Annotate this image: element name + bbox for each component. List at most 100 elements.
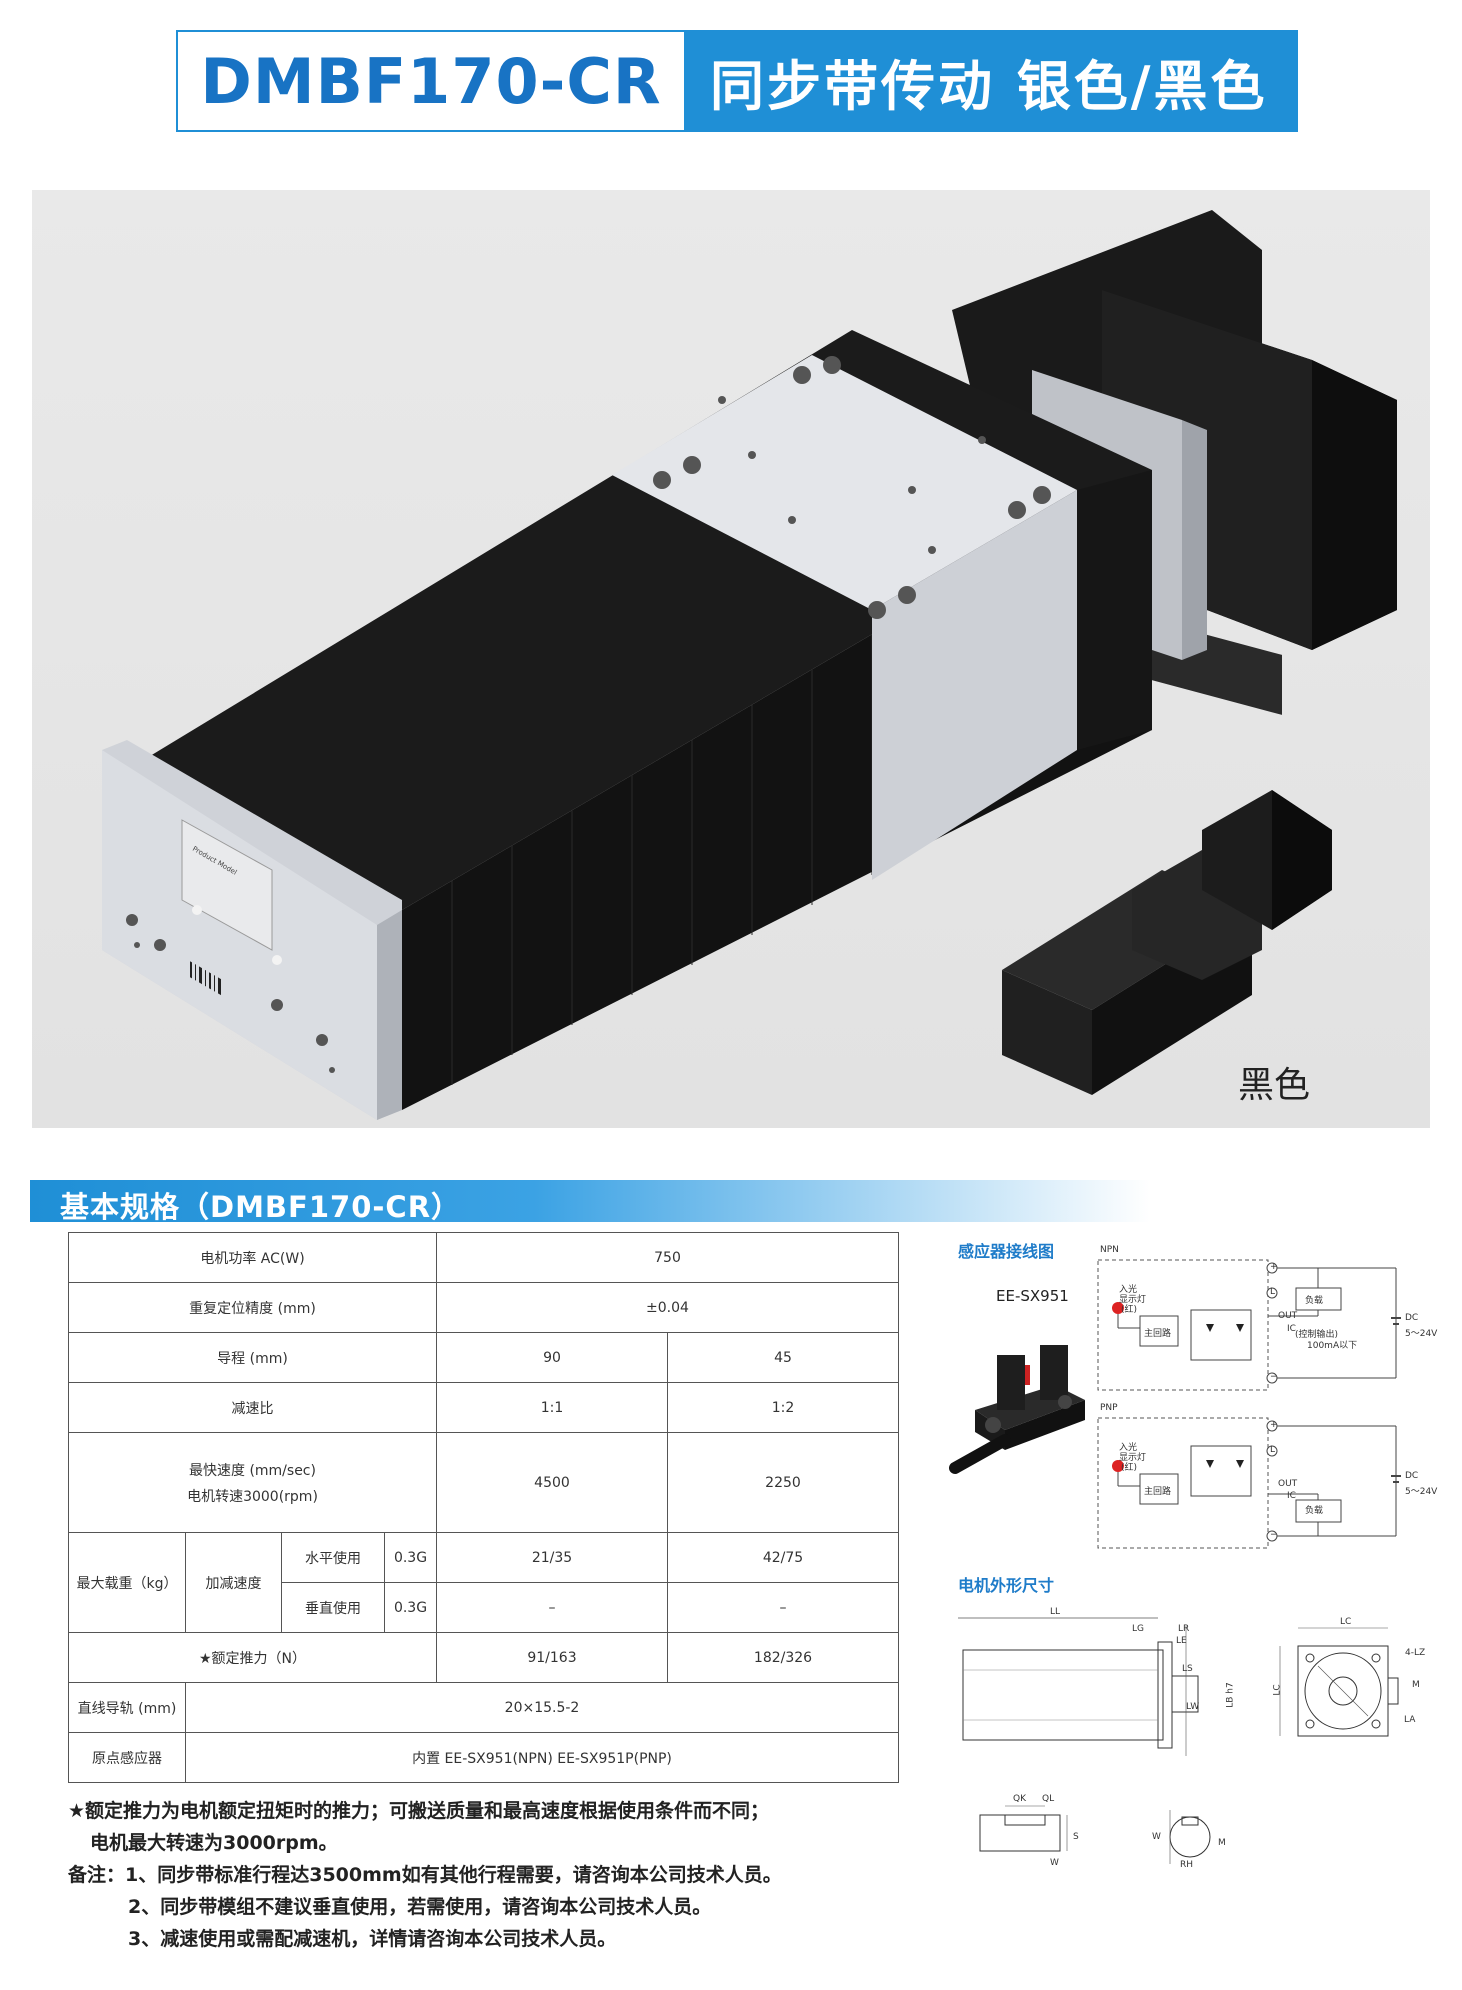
rail-value: 20×15.5-2 [185,1682,899,1733]
model-description: 同步带传动 银色/黑色 [684,32,1296,130]
npn-control-1: (控制输出) [1295,1330,1339,1340]
pnp-out: OUT [1278,1479,1298,1489]
pnp-load: 负载 [1305,1506,1324,1516]
pnp-light-3: (红) [1121,1463,1138,1473]
lead-label: 导程 (mm) [68,1332,437,1383]
npn-ic: IC [1287,1324,1296,1334]
pnp-light-1: 入光 [1119,1443,1138,1453]
table-row: 原点感应器 内置 EE-SX951(NPN) EE-SX951P(PNP) [68,1732,899,1783]
npn-light-3: (红) [1121,1305,1138,1315]
thrust-a: 91/163 [436,1632,668,1683]
repeat-accuracy-value: ±0.04 [436,1282,899,1333]
dim-ll: LL [1050,1607,1061,1617]
section-title: 基本规格（DMBF170-CR） [60,1190,462,1224]
dim-le: LE [1176,1636,1187,1646]
note-line: ★额定推力为电机额定扭矩时的推力；可搬送质量和最高速度根据使用条件而不同； [68,1800,770,1822]
repeat-accuracy-label: 重复定位精度 (mm) [68,1282,437,1333]
npn-plus: + [1270,1262,1278,1272]
npn-light-2: 显示灯 [1119,1295,1147,1305]
sensor-diagram-title: 感应器接线图 [958,1242,1055,1261]
dim-s: S [1073,1832,1079,1842]
sensor-model: EE-SX951 [996,1287,1069,1305]
horizontal-g: 0.3G [384,1532,437,1583]
vertical-a: – [436,1582,668,1633]
dim-la: LA [1404,1715,1416,1725]
horizontal-label: 水平使用 [281,1532,385,1583]
notes: ★额定推力为电机额定扭矩时的推力；可搬送质量和最高速度根据使用条件而不同； 电机… [68,1795,782,1955]
pnp-minus: − [1270,1530,1278,1540]
pnp-voltage: 5～24V [1405,1487,1438,1497]
sensor-value: 内置 EE-SX951(NPN) EE-SX951P(PNP) [185,1732,899,1783]
pnp-ic: IC [1287,1491,1296,1501]
table-row: 重复定位精度 (mm) ±0.04 [68,1282,899,1333]
note-line: 3、减速使用或需配减速机，详情请咨询本公司技术人员。 [128,1928,617,1950]
pnp-brown: L [1270,1445,1276,1455]
dim-holes: 4-LZ [1405,1648,1426,1658]
product-photo: Product Model 黑色 [32,190,1430,1128]
speed-a: 4500 [436,1432,668,1533]
dim-lc-side: LC [1272,1684,1283,1696]
rail-label: 直线导轨 (mm) [68,1682,186,1733]
ratio-b: 1:2 [667,1382,899,1433]
model-title: DMBF170-CR [200,44,662,118]
table-row: 导程 (mm) 90 45 [68,1332,899,1383]
pnp-label: PNP [1100,1403,1118,1413]
dim-w: W [1050,1858,1059,1868]
npn-brown: L [1270,1287,1276,1297]
dim-lr: LR [1178,1624,1190,1634]
table-row: 减速比 1:1 1:2 [68,1382,899,1433]
vertical-b: – [667,1582,899,1633]
dim-m2: M [1218,1838,1226,1848]
table-row: 电机功率 AC(W) 750 [68,1232,899,1283]
dim-lc-top: LC [1340,1617,1352,1627]
table-row: 直线导轨 (mm) 20×15.5-2 [68,1682,899,1733]
dim-qk: QK [1013,1794,1026,1804]
product-render: Product Model [102,210,1397,1120]
dim-m: M [1412,1680,1420,1690]
max-load-label: 最大载重（kg） [68,1532,186,1633]
black-version-render [1002,790,1332,1095]
npn-label: NPN [1100,1245,1119,1255]
dim-w2: W [1152,1832,1161,1842]
speed-label-line1: 最快速度 (mm/sec) [189,1462,316,1479]
npn-control-2: 100mA以下 [1307,1341,1358,1351]
lead-b: 45 [667,1332,899,1383]
dim-ql: QL [1042,1794,1055,1804]
table-row: 最大载重（kg） 加减速度 水平使用 0.3G 21/35 42/75 [68,1532,899,1633]
note-line: 2、同步带模组不建议垂直使用，若需使用，请咨询本公司技术人员。 [128,1896,712,1918]
motor-power-value: 750 [436,1232,899,1283]
sensor-photo [949,1345,1085,1474]
horizontal-a: 21/35 [436,1532,668,1583]
title-banner: DMBF170-CR 同步带传动 银色/黑色 [176,30,1298,132]
npn-light-1: 入光 [1119,1285,1138,1295]
speed-label: 最快速度 (mm/sec) 电机转速3000(rpm) [68,1432,437,1533]
pnp-schematic [1097,1417,1401,1549]
ratio-label: 减速比 [68,1382,437,1433]
thrust-label: ★额定推力（N） [68,1632,437,1683]
speed-b: 2250 [667,1432,899,1533]
lead-a: 90 [436,1332,668,1383]
sensor-label: 原点感应器 [68,1732,186,1783]
motor-dimension-drawing [958,1617,1399,1756]
npn-load: 负载 [1305,1296,1324,1306]
table-row: 垂直使用 0.3G – – [69,1582,899,1633]
dim-lw: LW [1186,1702,1200,1712]
dim-rh: RH [1180,1860,1194,1870]
spec-table: 电机功率 AC(W) 750 重复定位精度 (mm) ±0.04 导程 (mm)… [68,1232,899,1783]
ratio-a: 1:1 [436,1382,668,1433]
dim-lg: LG [1132,1624,1144,1634]
pnp-light-2: 显示灯 [1119,1453,1147,1463]
speed-label-line2: 电机转速3000(rpm) [187,1488,318,1505]
npn-dc: DC [1405,1313,1419,1323]
npn-minus: − [1270,1372,1278,1382]
table-row: ★额定推力（N） 91/163 182/326 [68,1632,899,1683]
npn-out: OUT [1278,1311,1298,1321]
accel-label: 加减速度 [185,1532,282,1633]
pnp-plus: + [1270,1420,1278,1430]
pnp-dc: DC [1405,1471,1419,1481]
note-line: 电机最大转速为3000rpm。 [90,1832,338,1854]
npn-schematic [1097,1259,1401,1391]
motor-dims-title: 电机外形尺寸 [958,1576,1055,1595]
npn-voltage: 5～24V [1405,1329,1438,1339]
dim-lbh7: LB h7 [1225,1682,1236,1708]
